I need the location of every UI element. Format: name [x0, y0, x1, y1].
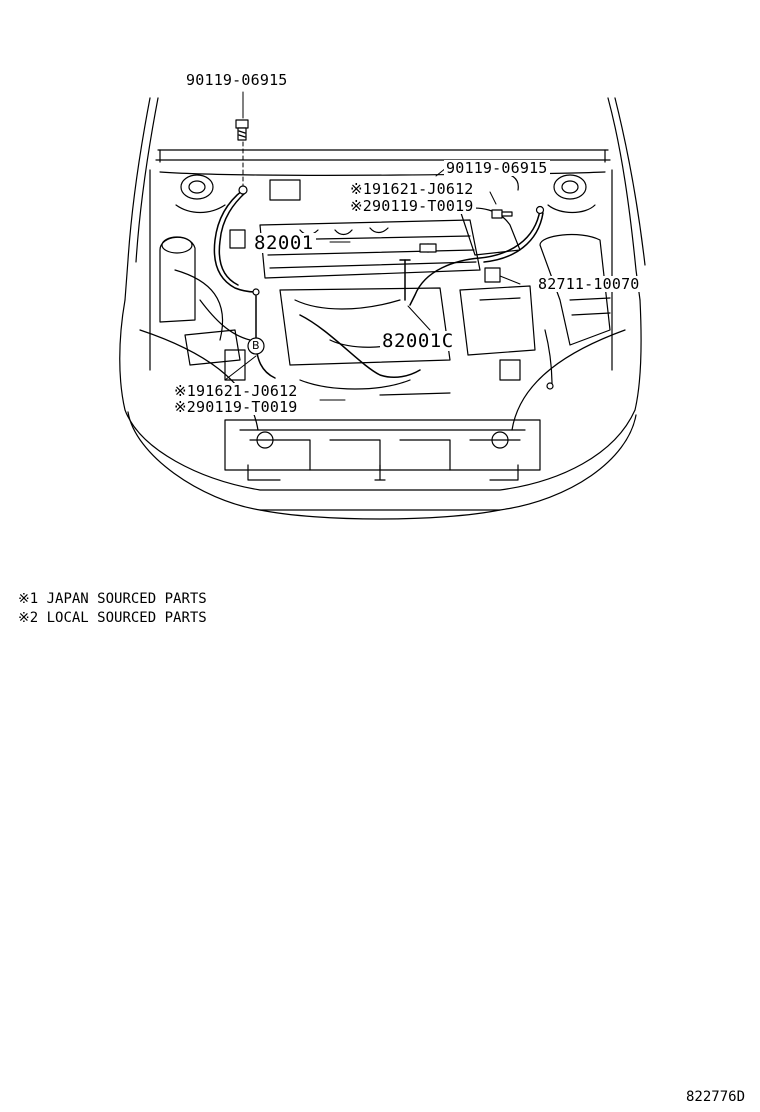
ref-circle-label: B	[252, 339, 260, 352]
callout-bolt-top: 90119-06915	[186, 71, 288, 89]
callout-clamp: 82711-10070	[536, 275, 642, 293]
callout-part1-left: ※191621-J0612	[172, 382, 300, 400]
callout-bolt-right: 90119-06915	[444, 159, 550, 177]
ref-circle	[247, 337, 265, 355]
strut-towers	[175, 174, 596, 214]
callout-assy-c: 82001C	[380, 330, 456, 352]
bolts	[235, 119, 554, 390]
leader-lines	[224, 91, 521, 401]
note-local-sourced: ※2 LOCAL SOURCED PARTS	[18, 610, 207, 626]
left-components	[159, 179, 301, 381]
callout-part2-left: ※290119-T0019	[172, 398, 300, 416]
callout-part2-right: ※290119-T0019	[348, 197, 476, 215]
note-japan-sourced: ※1 JAPAN SOURCED PARTS	[18, 591, 207, 607]
ground-wires	[213, 189, 544, 379]
drawing-code: 822776D	[686, 1089, 746, 1105]
callout-assy-main: 82001	[252, 232, 316, 254]
callout-part1-right: ※191621-J0612	[348, 180, 476, 198]
radiator-support	[224, 419, 541, 481]
